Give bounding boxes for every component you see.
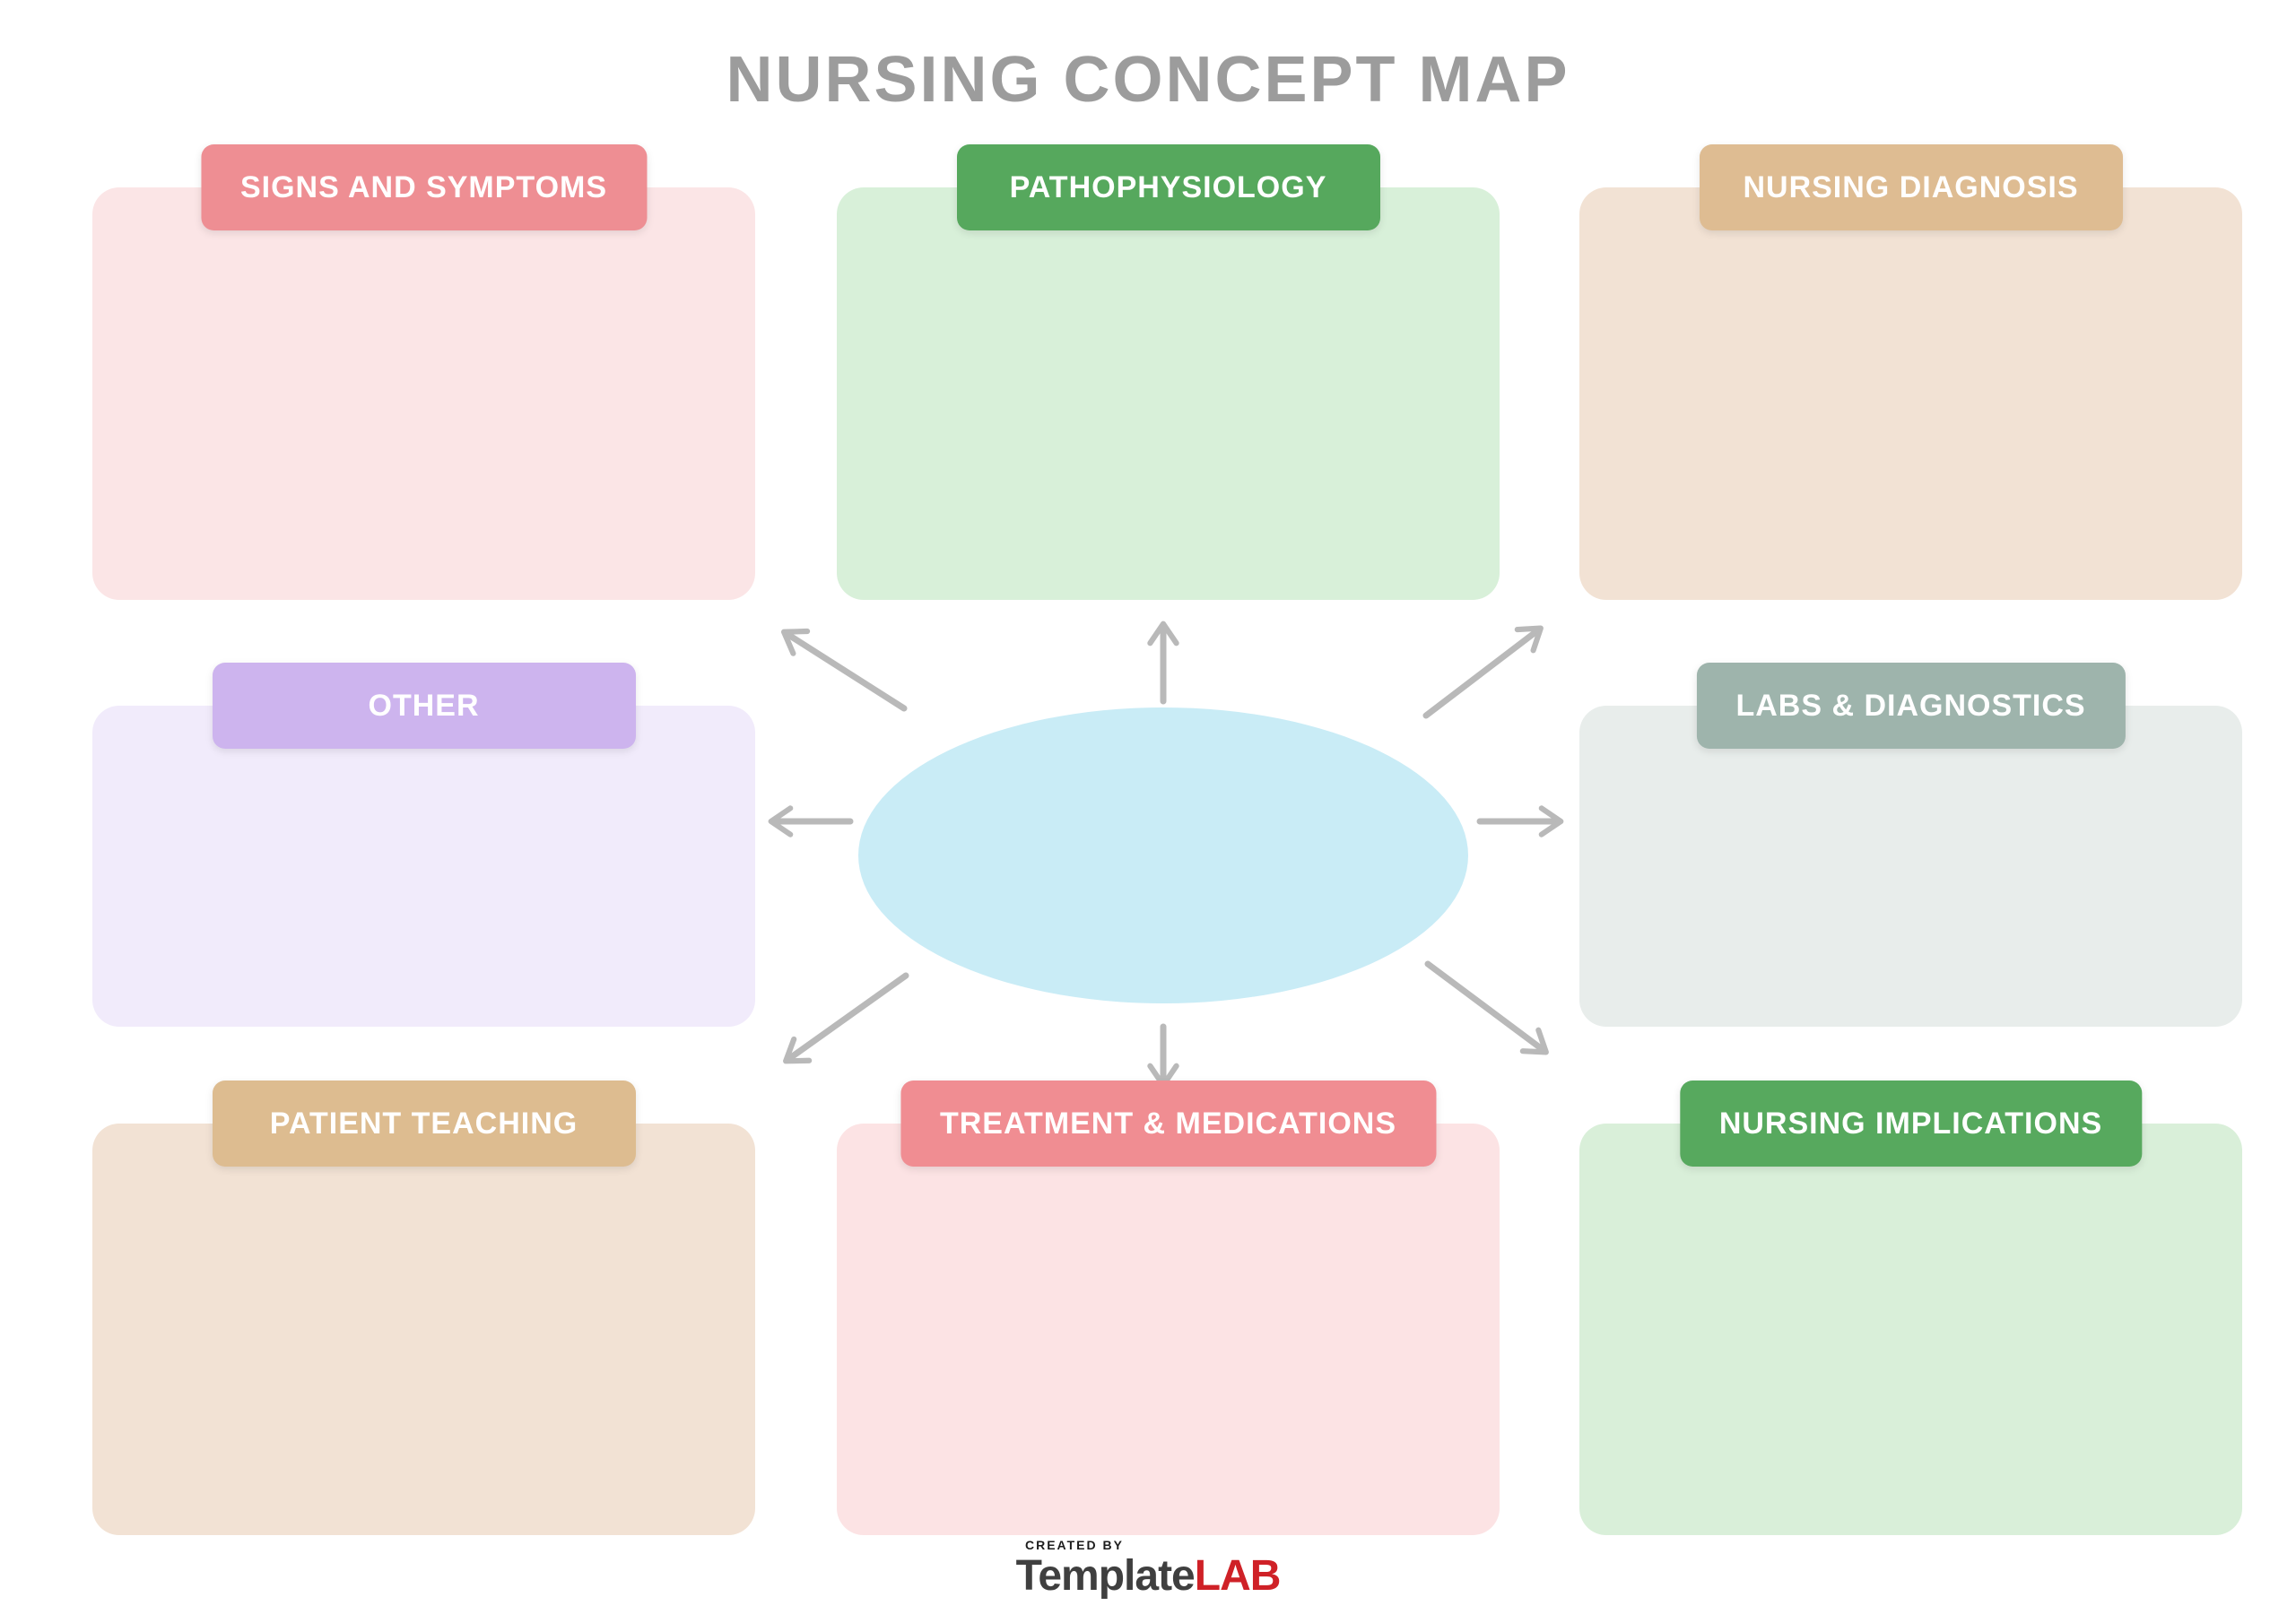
- box-nursing-implications: NURSING IMPLICATIONS: [1579, 1081, 2242, 1535]
- created-by-label: CREATED BY: [1025, 1538, 1124, 1552]
- box-nursing-implications-header: NURSING IMPLICATIONS: [1679, 1081, 2143, 1167]
- box-pathophysiology: PATHOPHYSIOLOGY: [837, 144, 1500, 600]
- box-labs-and-diagnostics-content: [1579, 749, 2242, 1027]
- box-nursing-implications-title: NURSING IMPLICATIONS: [1718, 1106, 2103, 1141]
- box-signs-and-symptoms-title: SIGNS AND SYMPTOMS: [239, 169, 608, 204]
- box-nursing-diagnosis-title: NURSING DIAGNOSIS: [1743, 169, 2079, 204]
- box-nursing-diagnosis: NURSING DIAGNOSIS: [1579, 144, 2242, 600]
- box-labs-and-diagnostics-header: LABS & DIAGNOSTICS: [1696, 663, 2126, 749]
- box-other-content: [92, 749, 755, 1027]
- box-other-title: OTHER: [368, 688, 480, 723]
- box-nursing-diagnosis-header: NURSING DIAGNOSIS: [1699, 144, 2123, 230]
- box-nursing-implications-content: [1579, 1167, 2242, 1535]
- box-treatment-and-medications: TREATMENT & MEDICATIONS: [837, 1081, 1500, 1535]
- box-pathophysiology-header: PATHOPHYSIOLOGY: [956, 144, 1380, 230]
- arrow-down-right: [1424, 960, 1549, 1055]
- box-pathophysiology-content: [837, 230, 1500, 600]
- box-treatment-and-medications-content: [837, 1167, 1500, 1535]
- arrow-up-left: [780, 628, 908, 712]
- box-labs-and-diagnostics: LABS & DIAGNOSTICS: [1579, 663, 2242, 1027]
- box-patient-teaching: PATIENT TEACHING: [92, 1081, 755, 1535]
- templatelab-logo: CREATED BY TemplateLAB: [0, 1539, 2296, 1598]
- box-other: OTHER: [92, 663, 755, 1027]
- box-signs-and-symptoms-content: [92, 230, 755, 600]
- brand-wordmark: TemplateLAB: [0, 1555, 2296, 1598]
- box-labs-and-diagnostics-title: LABS & DIAGNOSTICS: [1735, 688, 2086, 723]
- box-signs-and-symptoms-header: SIGNS AND SYMPTOMS: [200, 144, 648, 230]
- box-treatment-and-medications-header: TREATMENT & MEDICATIONS: [900, 1081, 1437, 1167]
- box-patient-teaching-title: PATIENT TEACHING: [269, 1106, 578, 1141]
- box-pathophysiology-title: PATHOPHYSIOLOGY: [1009, 169, 1327, 204]
- central-topic-ellipse: [858, 707, 1468, 1003]
- box-treatment-and-medications-title: TREATMENT & MEDICATIONS: [939, 1106, 1397, 1141]
- box-other-header: OTHER: [212, 663, 636, 749]
- box-nursing-diagnosis-content: [1579, 230, 2242, 600]
- brand-lab-text: LAB: [1194, 1552, 1282, 1600]
- box-patient-teaching-content: [92, 1167, 755, 1535]
- arrow-up-right: [1422, 625, 1544, 719]
- box-signs-and-symptoms: SIGNS AND SYMPTOMS: [92, 144, 755, 600]
- page-title: NURSING CONCEPT MAP: [726, 44, 1570, 116]
- brand-template-text: Template: [1015, 1552, 1196, 1600]
- arrow-down-left: [783, 972, 909, 1064]
- box-patient-teaching-header: PATIENT TEACHING: [212, 1081, 636, 1167]
